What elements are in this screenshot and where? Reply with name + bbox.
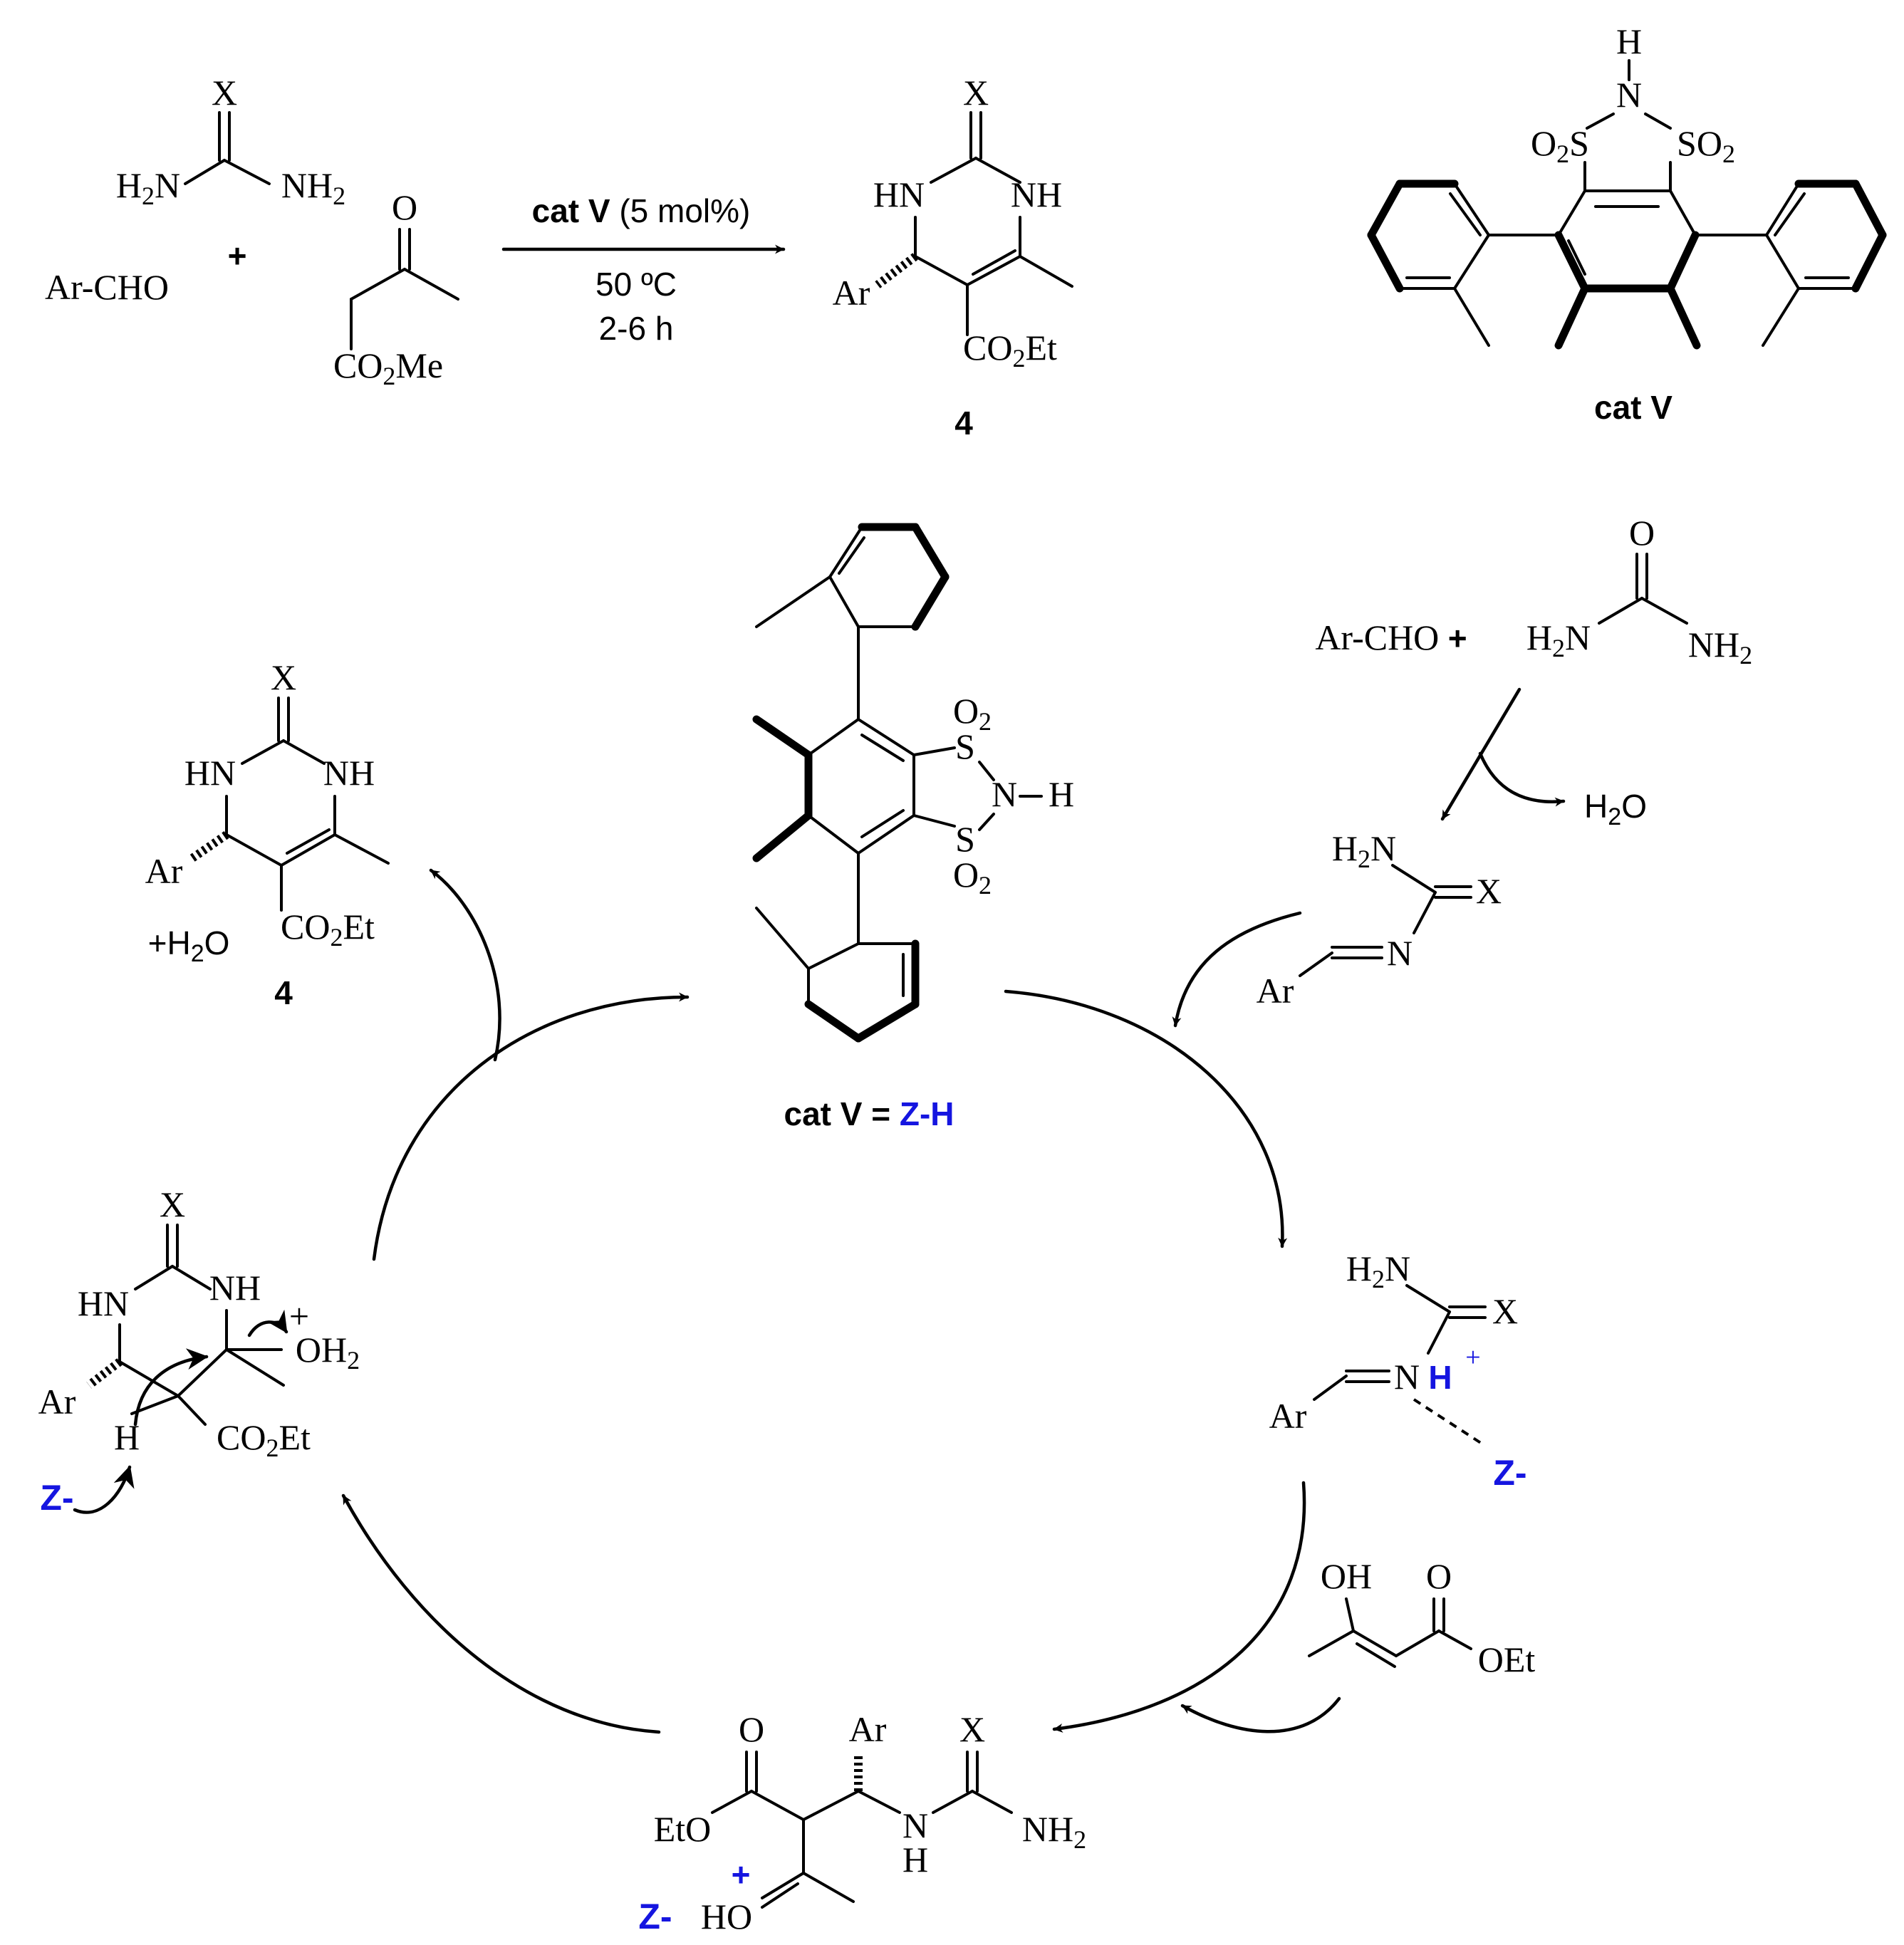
catalyst-so2-left: O2S (1531, 123, 1589, 168)
iminium-charge: + (1465, 1342, 1480, 1372)
cycle-product: X HN NH Ar CO2Et +H2O 4 (145, 657, 390, 1011)
catalytic-cycle: O2 S N H S O2 cat V = Z-H O Ar- (38, 513, 1752, 1936)
cycle-catalyst-s-bottom: S (955, 819, 975, 859)
thiourea-reagent: X H2N NH2 (116, 73, 345, 210)
iminium-h2n: H2N (1346, 1248, 1410, 1293)
nh2-label: NH2 (281, 165, 345, 210)
imine-h2n: H2N (1332, 828, 1396, 873)
counter-anion-cyclized: Z- (40, 1478, 73, 1518)
urea-h2n: H2N (1526, 617, 1591, 662)
cycle-catalyst-s-top: S (955, 726, 975, 766)
top-reaction: X H2N NH2 + Ar-CHO O CO2Me cat V (5 mol%… (45, 21, 1887, 442)
urea-aldehyde: Ar-CHO + (1315, 617, 1467, 657)
adduct-x: X (959, 1709, 985, 1749)
catalyst-structure: H N O2S SO2 (1367, 21, 1887, 426)
condition-catalyst: cat V (5 mol%) (532, 192, 751, 229)
catalyst-label: cat V (1594, 389, 1672, 426)
condition-temperature: 50 ºC (595, 266, 677, 303)
imine-x: X (1476, 871, 1502, 911)
h2n-label: H2N (116, 165, 180, 210)
product-ester: CO2Et (963, 328, 1057, 372)
product-ar: Ar (833, 273, 870, 313)
adduct-nh-h: H (902, 1840, 928, 1879)
product-hn: HN (873, 174, 925, 214)
counter-anion-iminium: Z- (1493, 1453, 1526, 1493)
cycle-catalyst-n: N (992, 774, 1017, 814)
adduct-charge: + (732, 1856, 751, 1893)
water-byproduct: H2O (1584, 788, 1647, 830)
catalyst-n: N (1616, 75, 1642, 115)
cycle-catalyst-o2-bottom: O2 (953, 855, 992, 900)
catalyst-h: H (1616, 21, 1642, 61)
cycle-product-number: 4 (274, 974, 293, 1011)
cycle-product-nh: NH (323, 753, 375, 793)
cycle-product-ar: Ar (145, 851, 183, 891)
product-nh: NH (1011, 174, 1062, 214)
adduct-eto: EtO (654, 1809, 712, 1849)
enol-o: O (1426, 1556, 1452, 1596)
cyclized-intermediate: X HN NH OH2 + Ar H CO2Et Z- (38, 1184, 360, 1518)
plus-sign: + (228, 237, 247, 274)
iminium-x: X (1492, 1291, 1518, 1331)
iminium-n: N (1394, 1357, 1420, 1397)
cycle-catalyst-label: cat V = Z-H (784, 1095, 954, 1132)
x-atom: X (212, 73, 237, 113)
ketoester-reagent: O CO2Me (333, 187, 459, 390)
ketone-o: O (392, 187, 417, 227)
adduct-o: O (739, 1709, 764, 1749)
enol-reagent: OH O OEt (1180, 1556, 1536, 1733)
mannich-adduct: O EtO Ar N H X NH2 HO + Z- (638, 1709, 1086, 1936)
cyc-nh: NH (209, 1268, 261, 1308)
cycle-product-ester: CO2Et (281, 907, 375, 951)
aldehyde-label: Ar-CHO (45, 267, 169, 307)
cyc-ester: CO2Et (217, 1417, 311, 1462)
cyc-charge: + (289, 1296, 309, 1336)
cyc-oh2: OH2 (296, 1330, 360, 1375)
product-x: X (963, 73, 989, 113)
cycle-product-water: +H2O (148, 924, 230, 967)
cycle-catalyst-h: H (1049, 774, 1074, 814)
cyc-x: X (160, 1184, 185, 1224)
urea-nh2: NH2 (1688, 625, 1752, 669)
iminium-intermediate: H2N X N H + Ar Z- (1269, 1248, 1527, 1493)
urea-condensation: O Ar-CHO + H2N NH2 H2O (1315, 513, 1752, 830)
enol-oh: OH (1321, 1556, 1372, 1596)
catalyst-so2-right: SO2 (1677, 123, 1735, 168)
urea-o: O (1629, 513, 1655, 553)
adduct-ho: HO (701, 1897, 752, 1936)
product-number: 4 (954, 405, 973, 442)
imine-intermediate: H2N X N Ar (1257, 828, 1502, 1011)
cycle-product-x: X (271, 657, 296, 697)
cyc-hn: HN (78, 1283, 129, 1323)
cyc-ar: Ar (38, 1382, 76, 1422)
product-4: X HN NH Ar CO2Et 4 (833, 73, 1073, 442)
reaction-arrow: cat V (5 mol%) 50 ºC 2-6 h (501, 192, 786, 347)
cycle-catalyst: O2 S N H S O2 cat V = Z-H (752, 523, 1074, 1132)
methyl-ester-label: CO2Me (333, 345, 443, 390)
adduct-n: N (902, 1805, 928, 1845)
enol-oet: OEt (1478, 1639, 1536, 1679)
adduct-nh2: NH2 (1022, 1809, 1086, 1854)
cycle-arrows (341, 868, 1306, 1734)
counter-anion-adduct: Z- (638, 1897, 672, 1936)
iminium-ar: Ar (1269, 1396, 1307, 1436)
condition-time: 2-6 h (599, 310, 674, 347)
cycle-product-hn: HN (184, 753, 236, 793)
iminium-h: H (1428, 1359, 1452, 1396)
imine-ar: Ar (1257, 971, 1294, 1011)
adduct-ar: Ar (849, 1709, 887, 1749)
imine-n: N (1387, 933, 1413, 973)
